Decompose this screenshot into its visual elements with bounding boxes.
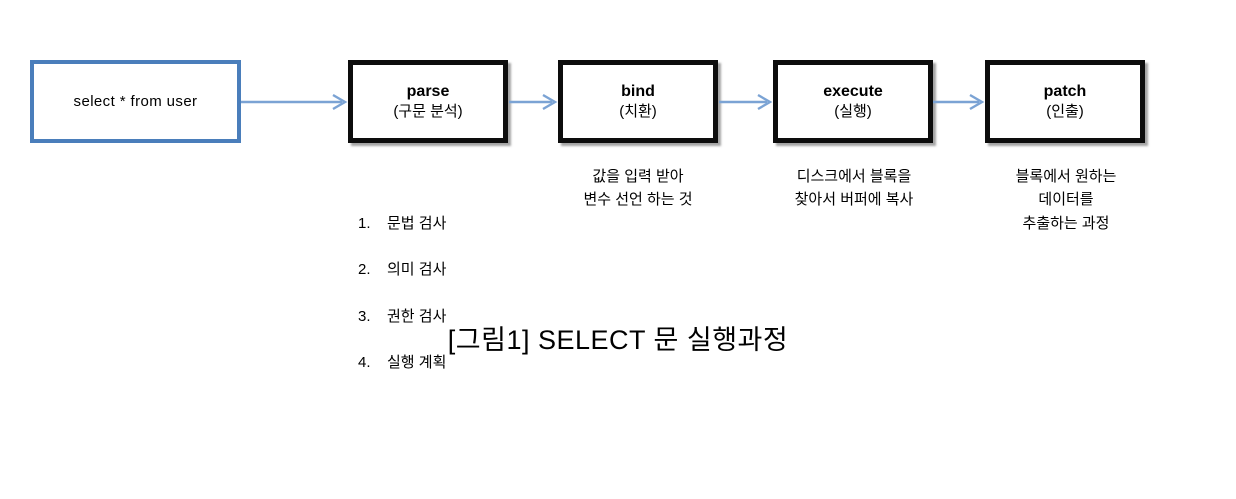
list-item-label: 의미 검사 <box>387 261 447 278</box>
arrow-query-to-parse <box>241 90 349 114</box>
stage-name-ko: (실행) <box>834 103 872 121</box>
stage-name-en: patch <box>1043 82 1087 100</box>
parse-step-list: 1. 문법 검사 2. 의미 검사 3. 권한 검사 4. 실행 계획 <box>348 188 523 397</box>
description-bind: 값을 입력 받아 변수 선언 하는 것 <box>583 168 693 209</box>
list-item: 1. 문법 검사 <box>348 212 523 235</box>
arrow-execute-to-patch <box>933 90 986 114</box>
list-item-number: 4. <box>358 354 371 371</box>
stage-name-en: parse <box>406 82 450 100</box>
description-execute: 디스크에서 블록을 찾아서 버퍼에 복사 <box>794 168 914 209</box>
list-item-label: 문법 검사 <box>387 214 447 232</box>
stage-name-ko: (구문 분석) <box>393 103 463 121</box>
arrow-bind-to-execute <box>719 90 774 114</box>
list-item-number: 1. <box>358 214 371 232</box>
list-item-label: 권한 검사 <box>387 307 447 325</box>
arrow-parse-to-bind <box>509 90 559 114</box>
list-item: 4. 실행 계획 <box>348 351 523 374</box>
list-item: 3. 권한 검사 <box>348 305 523 328</box>
description-parse: 1. 문법 검사 2. 의미 검사 3. 권한 검사 4. 실행 계획 <box>348 165 523 421</box>
list-item: 2. 의미 검사 <box>348 258 523 281</box>
list-item-number: 2. <box>358 261 371 278</box>
figure-caption: [그림1] SELECT 문 실행과정 <box>447 325 789 355</box>
stage-box-bind: bind (치환) <box>558 60 718 143</box>
query-text: select * from user <box>73 93 198 110</box>
description-patch: 블록에서 원하는 데이터를 추출하는 과정 <box>1015 168 1117 232</box>
process-flow-diagram: select * from user parse (구문 분석) bind (치… <box>30 60 1145 371</box>
stage-name-en: execute <box>823 82 883 100</box>
list-item-label: 실행 계획 <box>387 354 447 371</box>
stage-box-parse: parse (구문 분석) <box>348 60 508 143</box>
stage-name-en: bind <box>621 82 655 100</box>
list-item-number: 3. <box>358 307 371 325</box>
stage-box-execute: execute (실행) <box>773 60 933 143</box>
stage-name-ko: (인출) <box>1046 103 1084 121</box>
stage-name-ko: (치환) <box>619 103 657 121</box>
stage-box-patch: patch (인출) <box>985 60 1145 143</box>
query-box: select * from user <box>30 60 241 143</box>
